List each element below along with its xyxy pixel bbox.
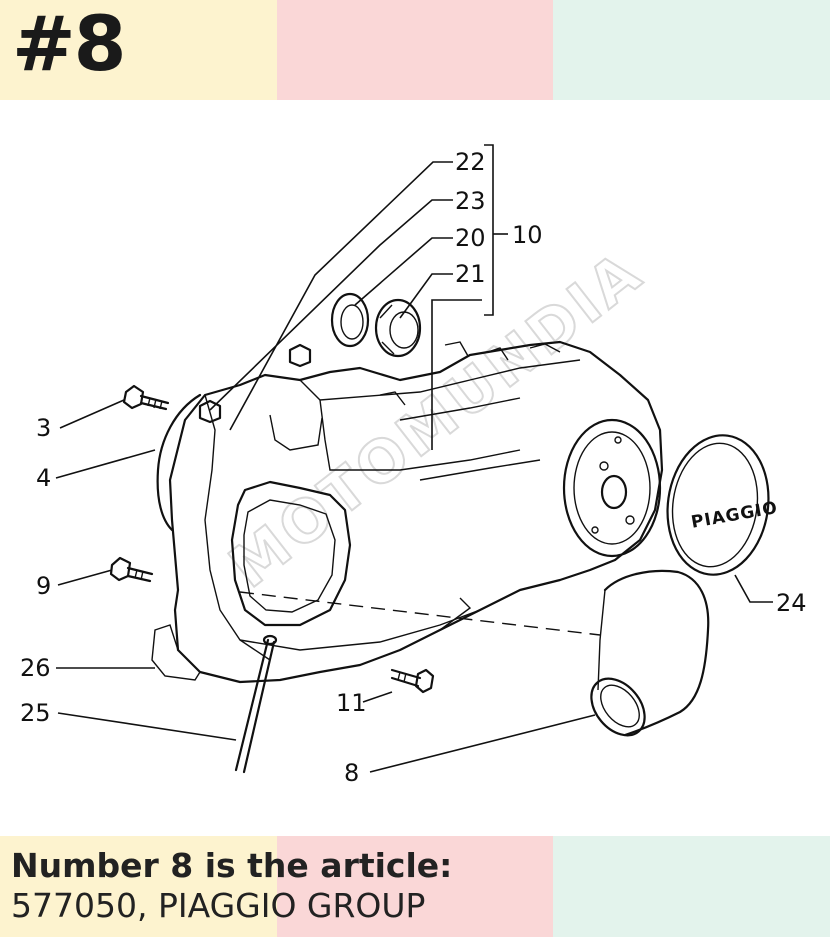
footer-stripe-yellow — [0, 836, 277, 937]
callout-24: 24 — [776, 589, 807, 617]
callout-3: 3 — [36, 414, 51, 442]
watermark: MOTOMUNDIA — [216, 236, 657, 602]
header-stripe-pink — [277, 0, 553, 100]
brand-plate-text: PIAGGIO — [690, 498, 780, 533]
bolt-part-9 — [109, 556, 154, 583]
bushing-part-23 — [198, 399, 222, 424]
oil-seal-part-20 — [330, 292, 370, 348]
cover-plate-part-24: PIAGGIO — [666, 434, 780, 576]
callout-10: 10 — [512, 221, 543, 249]
transmission-cover — [151, 340, 664, 684]
callout-26: 26 — [20, 654, 51, 682]
exploded-parts-diagram: MOTOMUNDIA — [20, 144, 807, 787]
callout-25: 25 — [20, 699, 51, 727]
footer-stripe-pink — [277, 836, 553, 937]
callout-4: 4 — [36, 464, 51, 492]
alignment-line — [239, 591, 601, 636]
caption-heading: Number 8 is the article: — [11, 846, 453, 885]
gasket-part-4 — [156, 393, 202, 532]
bearing-part-21 — [374, 298, 422, 358]
callout-20: 20 — [455, 224, 486, 252]
dipstick-part-25 — [234, 634, 278, 774]
leader-lines — [55, 144, 773, 773]
callout-11: 11 — [336, 689, 367, 717]
air-duct-part-8 — [590, 569, 710, 737]
header-stripe-yellow — [0, 0, 277, 100]
part-number-badge: #8 — [12, 0, 127, 88]
bolt-part-11 — [390, 668, 435, 694]
callout-23: 23 — [455, 187, 486, 215]
caption-article-detail: 577050, PIAGGIO GROUP — [11, 886, 426, 925]
callout-8: 8 — [344, 759, 359, 787]
callout-9: 9 — [36, 572, 51, 600]
svg-text:MOTOMUNDIA: MOTOMUNDIA — [217, 237, 656, 601]
header-stripe-mint — [553, 0, 830, 100]
callout-22: 22 — [455, 148, 486, 176]
callout-labels: 22 23 20 21 10 3 4 9 26 25 11 8 24 — [20, 148, 807, 787]
bushing-part-22 — [288, 343, 312, 368]
callout-21: 21 — [455, 260, 486, 288]
bolt-part-3 — [122, 384, 170, 411]
footer-stripe-mint — [553, 836, 830, 937]
